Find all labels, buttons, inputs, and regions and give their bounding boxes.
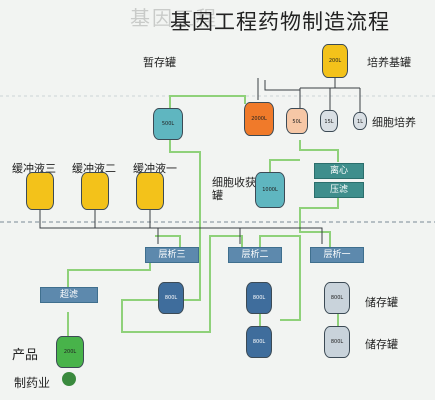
brand-logo-icon [62, 372, 76, 386]
label-temp-storage: 暂存罐 [143, 56, 176, 69]
storage-tank-1: 800L [324, 282, 350, 314]
temp-storage-tank: 500L [153, 108, 183, 140]
filter-press-box: 压滤 [314, 182, 364, 198]
page-title: 基因工程药物制造流程 [170, 10, 390, 34]
label-buffer-2: 缓冲液二 [72, 162, 116, 175]
centrifuge-box: 离心 [314, 163, 364, 179]
label-cell-harvest: 细胞收获罐 [212, 176, 256, 202]
intermediate-tank-b: 800L [246, 282, 272, 314]
seed-tank-3: 50L [286, 108, 308, 134]
background-title: 基因工程 [130, 6, 218, 30]
label-product: 产品 [12, 348, 39, 363]
label-storage-1: 储存罐 [365, 296, 398, 309]
chromatography-2-box: 层析二 [228, 247, 282, 263]
label-buffer-3: 缓冲液三 [12, 162, 56, 175]
storage-tank-2: 800L [324, 326, 350, 358]
cell-harvest-tank: 1000L [255, 172, 285, 208]
seed-tank-1: 1L [353, 112, 367, 130]
buffer-tank-3 [26, 172, 54, 210]
intermediate-tank-a: 800L [158, 282, 184, 314]
label-storage-2: 储存罐 [365, 338, 398, 351]
chromatography-3-box: 层析三 [145, 247, 199, 263]
label-cell-culture: 细胞培养 [372, 116, 416, 129]
ultrafiltration-box: 超滤 [40, 287, 98, 303]
buffer-tank-2 [81, 172, 109, 210]
product-tank: 200L [56, 336, 84, 368]
chromatography-1-box: 层析一 [310, 247, 364, 263]
buffer-tank-1 [136, 172, 164, 210]
label-culture-medium: 培养基罐 [367, 56, 411, 69]
label-brand: 制药业 [14, 376, 51, 390]
label-buffer-1: 缓冲液一 [133, 162, 177, 175]
seed-tank-2: 15L [320, 110, 338, 132]
culture-medium-tank: 200L [322, 44, 348, 78]
intermediate-tank-c: 800L [246, 326, 272, 358]
main-bioreactor-tank: 2000L [244, 102, 274, 136]
